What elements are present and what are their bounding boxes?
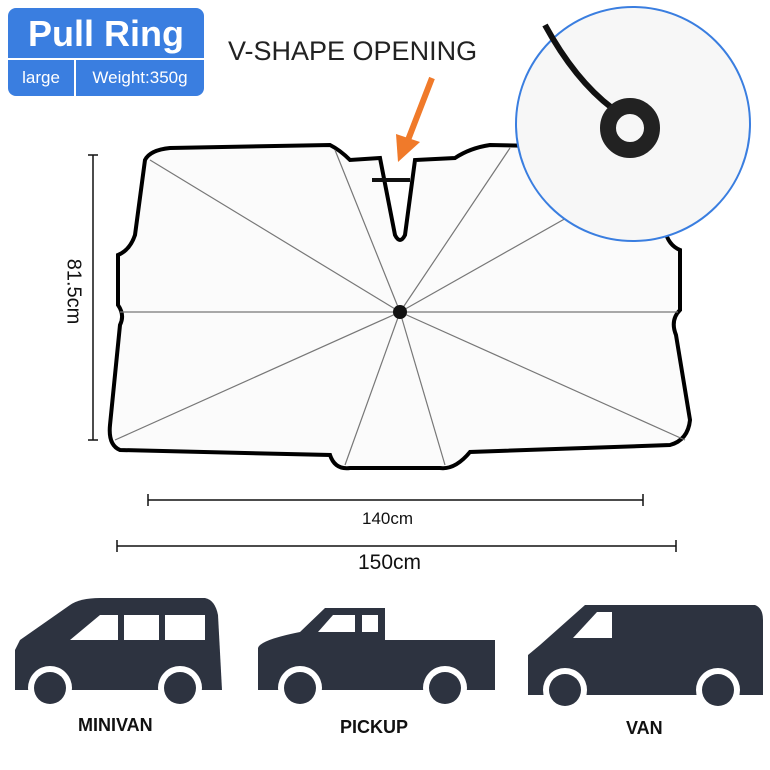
minivan-icon: [15, 598, 222, 710]
minivan-label: MINIVAN: [78, 715, 153, 735]
v-shape-arrow: [396, 76, 435, 162]
inner-width-label: 140cm: [362, 509, 414, 528]
outer-width-label: 150cm: [358, 551, 422, 574]
van-label: VAN: [626, 718, 663, 738]
pickup-label: PICKUP: [340, 717, 409, 737]
badge-size: large: [8, 60, 76, 96]
pull-ring-inset: [515, 6, 751, 242]
v-shape-label: V-SHAPE OPENING: [228, 36, 478, 66]
pickup-icon: [258, 608, 495, 710]
dimension-lines: [88, 154, 677, 552]
badge-weight: Weight:350g: [92, 68, 188, 87]
height-label: 81.5cm: [62, 258, 85, 325]
van-icon: [528, 605, 763, 712]
pull-ring-badge: Pull Ring large Weight:350g: [8, 8, 204, 96]
badge-title: Pull Ring: [8, 10, 204, 60]
sunshade-umbrella: [107, 142, 693, 471]
